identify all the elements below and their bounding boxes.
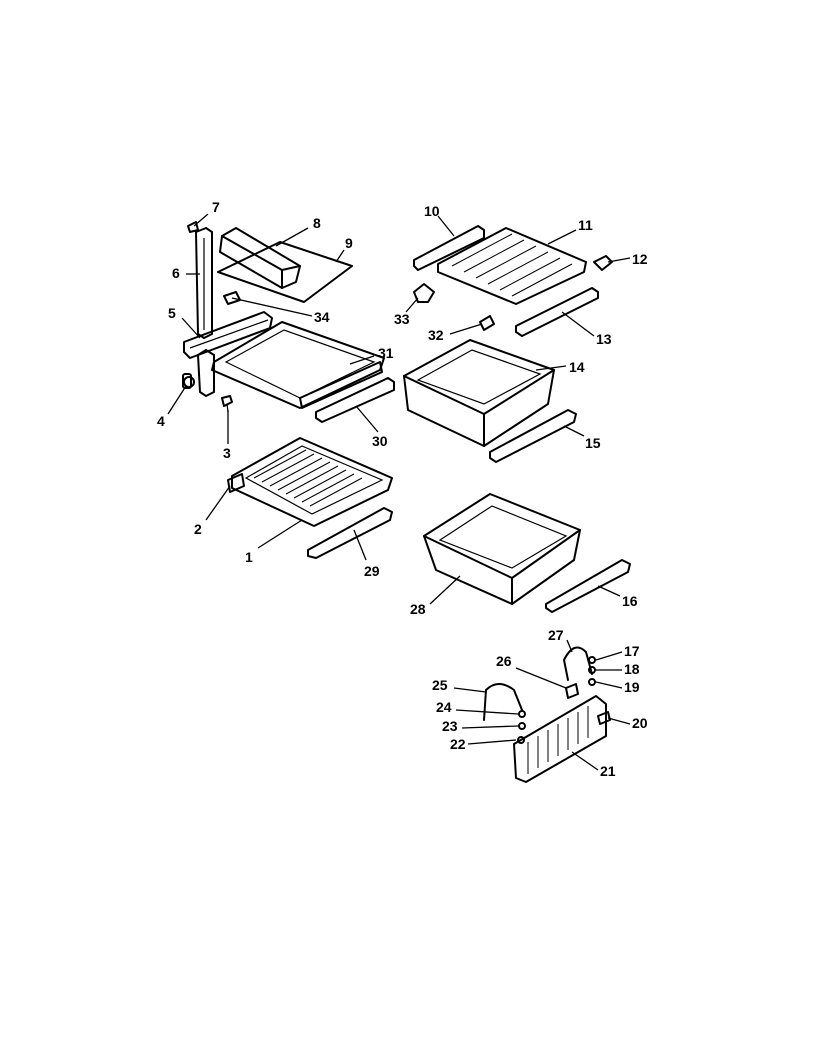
callout-25: 25 bbox=[432, 677, 448, 693]
callout-32: 32 bbox=[428, 327, 444, 343]
callout-21: 21 bbox=[600, 763, 616, 779]
drawer-cover-panel bbox=[513, 695, 607, 783]
callout-7: 7 bbox=[212, 199, 220, 215]
callout-24: 24 bbox=[436, 699, 452, 715]
shelf-trim-13 bbox=[515, 287, 599, 337]
callout-3: 3 bbox=[223, 445, 231, 461]
callout-4: 4 bbox=[157, 413, 165, 429]
callout-23: 23 bbox=[442, 718, 458, 734]
lift-wire-25 bbox=[483, 683, 523, 721]
small-hardware-set bbox=[517, 656, 611, 744]
callout-12: 12 bbox=[632, 251, 648, 267]
callout-18: 18 bbox=[624, 661, 640, 677]
callout-27: 27 bbox=[548, 627, 564, 643]
crisper-drawer bbox=[403, 339, 555, 447]
meat-pan-drawer bbox=[423, 493, 581, 605]
drawer-slide-16 bbox=[545, 559, 631, 613]
callout-2: 2 bbox=[194, 521, 202, 537]
callout-13: 13 bbox=[596, 331, 612, 347]
shelf-support-12 bbox=[593, 255, 613, 271]
callout-9: 9 bbox=[345, 235, 353, 251]
shelf-trim-30 bbox=[315, 377, 395, 423]
callout-5: 5 bbox=[168, 305, 176, 321]
callout-10: 10 bbox=[424, 203, 440, 219]
callout-28: 28 bbox=[410, 601, 426, 617]
leader-lines bbox=[167, 213, 631, 771]
bin-cover bbox=[217, 241, 353, 303]
rail-screw-bottom bbox=[221, 395, 233, 413]
callout-17: 17 bbox=[624, 643, 640, 659]
callout-15: 15 bbox=[585, 435, 601, 451]
shelf-support-33 bbox=[413, 283, 435, 303]
callout-22: 22 bbox=[450, 736, 466, 752]
callout-34: 34 bbox=[314, 309, 330, 325]
callout-1: 1 bbox=[245, 549, 253, 565]
callout-30: 30 bbox=[372, 433, 388, 449]
callout-6: 6 bbox=[172, 265, 180, 281]
shelf-support-32 bbox=[479, 315, 495, 331]
upper-left-shelf bbox=[211, 321, 385, 409]
shelf-trim-29 bbox=[307, 507, 393, 559]
callout-33: 33 bbox=[394, 311, 410, 327]
shelf-support-rail bbox=[195, 227, 215, 397]
callout-19: 19 bbox=[624, 679, 640, 695]
callout-14: 14 bbox=[569, 359, 585, 375]
callout-11: 11 bbox=[578, 217, 593, 233]
rail-screw-top bbox=[187, 221, 199, 233]
dairy-bin bbox=[219, 227, 301, 289]
glass-shelf-frame bbox=[227, 473, 245, 493]
callout-29: 29 bbox=[364, 563, 380, 579]
glass-shelf bbox=[231, 437, 393, 527]
drawer-slide-15 bbox=[489, 409, 577, 463]
lift-wire-27 bbox=[563, 646, 593, 681]
bracket-knob bbox=[182, 373, 195, 389]
callout-20: 20 bbox=[632, 715, 648, 731]
wire-shelf bbox=[437, 227, 587, 305]
shelf-trim-10 bbox=[413, 225, 485, 271]
callout-16: 16 bbox=[622, 593, 638, 609]
callout-26: 26 bbox=[496, 653, 512, 669]
callout-8: 8 bbox=[313, 215, 321, 231]
callout-31: 31 bbox=[378, 345, 394, 361]
